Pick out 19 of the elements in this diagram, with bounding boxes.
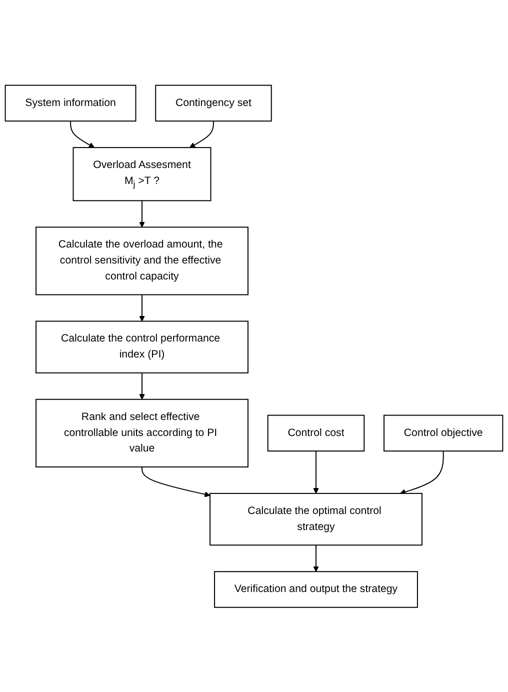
node-box: Calculate the overload amount, the control sensitivity and the effective control capacity: [36, 226, 248, 295]
node-box: Verification and output the strategy: [214, 570, 418, 608]
arrow: [139, 294, 145, 322]
arrow: [70, 120, 95, 148]
node-box: Overload Assesment M$_{j}$ >T ?: [72, 146, 212, 201]
node-box: Contingency set: [155, 84, 272, 122]
arrow: [139, 372, 145, 400]
arrow: [313, 544, 319, 572]
node-box: System information: [4, 84, 136, 122]
arrow: [189, 120, 214, 148]
node-box: Rank and select effective controllable units according to PI value: [36, 398, 248, 468]
node-box: Calculate the control performance index (PI): [36, 320, 248, 374]
node-box: Control objective: [384, 414, 504, 452]
node-box: Control cost: [267, 414, 365, 452]
node-box: Calculate the optimal control strategy: [210, 492, 422, 546]
arrow: [139, 200, 145, 228]
arrow: [313, 450, 319, 494]
arrow: [142, 466, 210, 497]
arrow: [400, 450, 444, 494]
